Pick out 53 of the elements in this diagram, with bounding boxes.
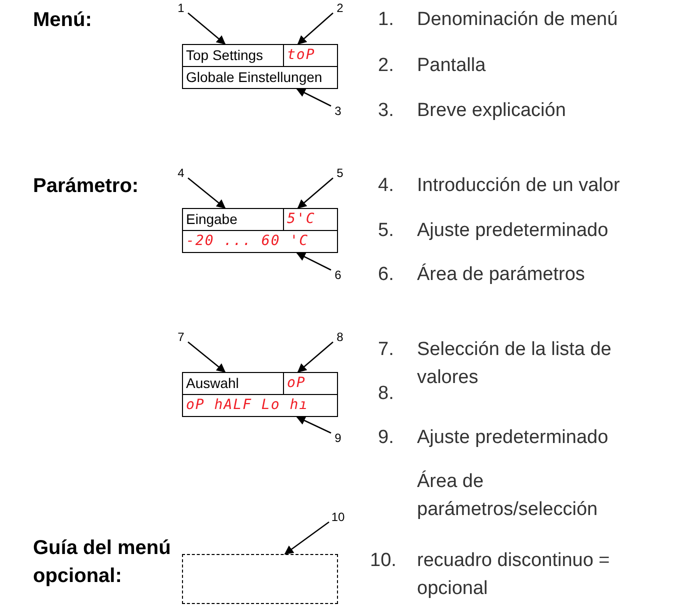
section-heading: Guía del menú opcional: [33,536,172,589]
list-number: 2. [378,54,395,78]
optional-dashed-frame [182,554,338,604]
segment-display: oP [283,372,338,395]
list-number: 6. [378,263,395,287]
list-number: 10. [370,549,398,573]
description-text: Ajuste predeterminado [417,219,610,243]
description-text: Denominación de menú [417,8,619,32]
segment-display: oP hALF Lo hı [182,394,338,417]
callout-number: 6 [331,267,345,283]
description-text: Ajuste predeterminado [417,426,610,450]
list-number: 8. [378,382,395,406]
section-heading: Menú: [33,8,93,33]
description-text: Pantalla [417,54,487,78]
segment-display: toP [283,44,338,67]
callout-number: 1 [174,0,188,16]
callout-arrow [188,178,226,209]
callout-arrow [296,88,332,107]
list-number: 7. [378,338,395,362]
description-text: Área de parámetros/selección [417,470,599,522]
list-number: 1. [378,8,395,32]
section-heading: Parámetro: [33,174,140,199]
callout-number: 8 [333,329,347,345]
list-number: 9. [378,426,395,450]
callout-arrow [297,178,334,209]
menu-text-cell: Top Settings [182,44,284,67]
list-number: 3. [378,99,395,123]
description-text: Breve explicación [417,99,567,123]
segment-display: -20 ... 60 'C [182,230,338,253]
description-text: Introducción de un valor [417,174,621,198]
callout-number: 7 [174,329,188,345]
callout-number: 4 [174,165,188,181]
description-text: recuadro discontinuo = opcional [417,549,611,601]
list-number: 4. [378,174,395,198]
callout-number: 10 [329,509,347,525]
segment-display: 5'C [283,208,338,231]
menu-text-cell: Auswahl [182,372,284,395]
callout-arrow [284,521,330,555]
menu-text-cell: Globale Einstellungen [182,66,338,89]
menu-text-cell: Eingabe [182,208,284,231]
callout-arrow [297,12,334,45]
callout-arrow [297,342,334,373]
callout-number: 3 [331,103,345,119]
description-text: Selección de la lista de valores [417,338,612,390]
callout-number: 2 [333,0,347,16]
description-text: Área de parámetros [417,262,586,287]
list-number: 5. [378,219,395,243]
callout-number: 5 [333,165,347,181]
callout-arrow [188,12,226,45]
callout-arrow [296,416,332,434]
callout-arrow [188,342,226,373]
callout-arrow [296,252,332,271]
callout-number: 9 [331,430,345,446]
